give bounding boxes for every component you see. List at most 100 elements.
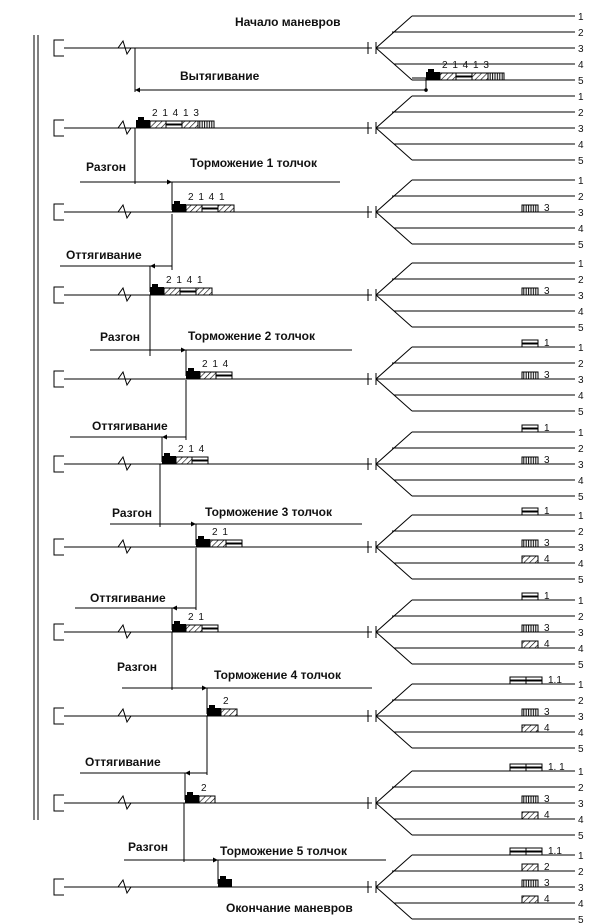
- track-number: 5: [578, 831, 584, 842]
- phase-labels: Начало маневров Вытягивание Разгон Тормо…: [66, 15, 353, 915]
- track-number: 3: [578, 208, 584, 219]
- break-mark: [117, 623, 132, 640]
- buffer-stop: [53, 119, 64, 137]
- parked-wagon: 1. 1: [509, 762, 565, 773]
- locomotive-cab: [174, 621, 180, 624]
- buffer-stop: [53, 39, 64, 57]
- parked-label: 3: [544, 286, 550, 297]
- locomotive: [218, 879, 232, 887]
- label-accel-1: Разгон: [86, 160, 126, 174]
- parked-wagon: 3: [521, 707, 550, 718]
- parked-wagon: 4: [521, 554, 550, 565]
- label-retract-4: Оттягивание: [85, 755, 161, 769]
- label-accel-2: Разгон: [100, 330, 140, 344]
- track-number: 3: [578, 712, 584, 723]
- parked-wagon: 4: [521, 894, 550, 905]
- track-number: 5: [578, 156, 584, 167]
- wagon: [185, 204, 203, 213]
- parked-label: 4: [544, 639, 550, 650]
- locomotive-cab: [428, 69, 434, 72]
- track-number: 3: [578, 291, 584, 302]
- parked-wagon: 4: [521, 810, 550, 821]
- label-retract-1: Оттягивание: [66, 248, 142, 262]
- wagon: [521, 456, 539, 465]
- parked-label: 3: [544, 538, 550, 549]
- label-brake-4: Торможение 4 толчок: [214, 668, 342, 682]
- wagon-code: 2 1 4 1 3: [152, 108, 200, 119]
- wagon-groups: 2 1 4 1 32 1 4 1 32 1 4 12 1 4 12 1 42 1…: [136, 60, 565, 905]
- arrow-head: [202, 685, 207, 691]
- track-number: 1: [578, 259, 584, 270]
- parked-label: 1: [544, 591, 550, 602]
- track-number: 3: [578, 44, 584, 55]
- track-number: 3: [578, 628, 584, 639]
- break-mark: [117, 538, 132, 555]
- parked-label: 3: [544, 878, 550, 889]
- parked-wagon: 1.1: [509, 846, 562, 857]
- track-number: 1: [578, 511, 584, 522]
- parked-label: 4: [544, 554, 550, 565]
- arrow-head: [185, 770, 190, 776]
- track-number: 5: [578, 76, 584, 87]
- track-number: 2: [578, 867, 584, 878]
- parked-wagon: 3: [521, 455, 550, 466]
- parked-wagon: 3: [521, 203, 550, 214]
- locomotive: [426, 72, 440, 80]
- wagon-group: [218, 876, 232, 887]
- parked-wagon: 4: [521, 723, 550, 734]
- track-number: 4: [578, 60, 584, 71]
- track-number: 4: [578, 728, 584, 739]
- wagon-code: 2 1: [188, 612, 205, 623]
- parked-label: 1.1: [548, 675, 562, 686]
- label-accel-4: Разгон: [117, 660, 157, 674]
- parked-wagon: 2: [521, 862, 550, 873]
- arrow-dot: [424, 88, 428, 92]
- label-accel-5: Разгон: [128, 840, 168, 854]
- track-number: 5: [578, 407, 584, 418]
- locomotive: [186, 371, 200, 379]
- wagon: [521, 863, 539, 872]
- locomotive-cab: [198, 536, 204, 539]
- label-end: Окончание маневров: [226, 901, 353, 915]
- wagon: [175, 456, 193, 465]
- track-number: 4: [578, 224, 584, 235]
- wagon: [521, 811, 539, 820]
- label-brake-1: Торможение 1 толчок: [190, 156, 318, 170]
- locomotive-cab: [174, 201, 180, 204]
- arrow-head: [150, 263, 155, 269]
- parked-wagon: 3: [521, 878, 550, 889]
- parked-label: 4: [544, 723, 550, 734]
- buffer-stop: [53, 707, 64, 725]
- wagon-group: 2 1 4 1 3: [136, 108, 215, 129]
- wagon-group: 2 1 4 1: [150, 275, 213, 296]
- track-number: 3: [578, 543, 584, 554]
- track-number: 5: [578, 744, 584, 755]
- wagon: [198, 795, 216, 804]
- track-number: 3: [578, 799, 584, 810]
- wagon-group: 2 1: [196, 527, 243, 548]
- parked-wagon: 1: [521, 506, 550, 517]
- buffer-stop: [53, 370, 64, 388]
- track-number: 5: [578, 323, 584, 334]
- wagon: [521, 724, 539, 733]
- wagon: [220, 708, 238, 717]
- break-mark: [117, 707, 132, 724]
- track-number: 1: [578, 12, 584, 23]
- wagon-group: 2: [185, 783, 216, 804]
- parked-wagon: 1: [521, 591, 550, 602]
- parked-label: 3: [544, 203, 550, 214]
- parked-label: 1: [544, 506, 550, 517]
- locomotive-cab: [164, 453, 170, 456]
- parked-label: 3: [544, 455, 550, 466]
- wagon: [521, 640, 539, 649]
- parked-wagon: 3: [521, 623, 550, 634]
- arrow-head: [213, 857, 218, 863]
- locomotive: [136, 120, 150, 128]
- wagon: [521, 895, 539, 904]
- locomotive-cab: [220, 876, 226, 879]
- buffer-stop: [53, 623, 64, 641]
